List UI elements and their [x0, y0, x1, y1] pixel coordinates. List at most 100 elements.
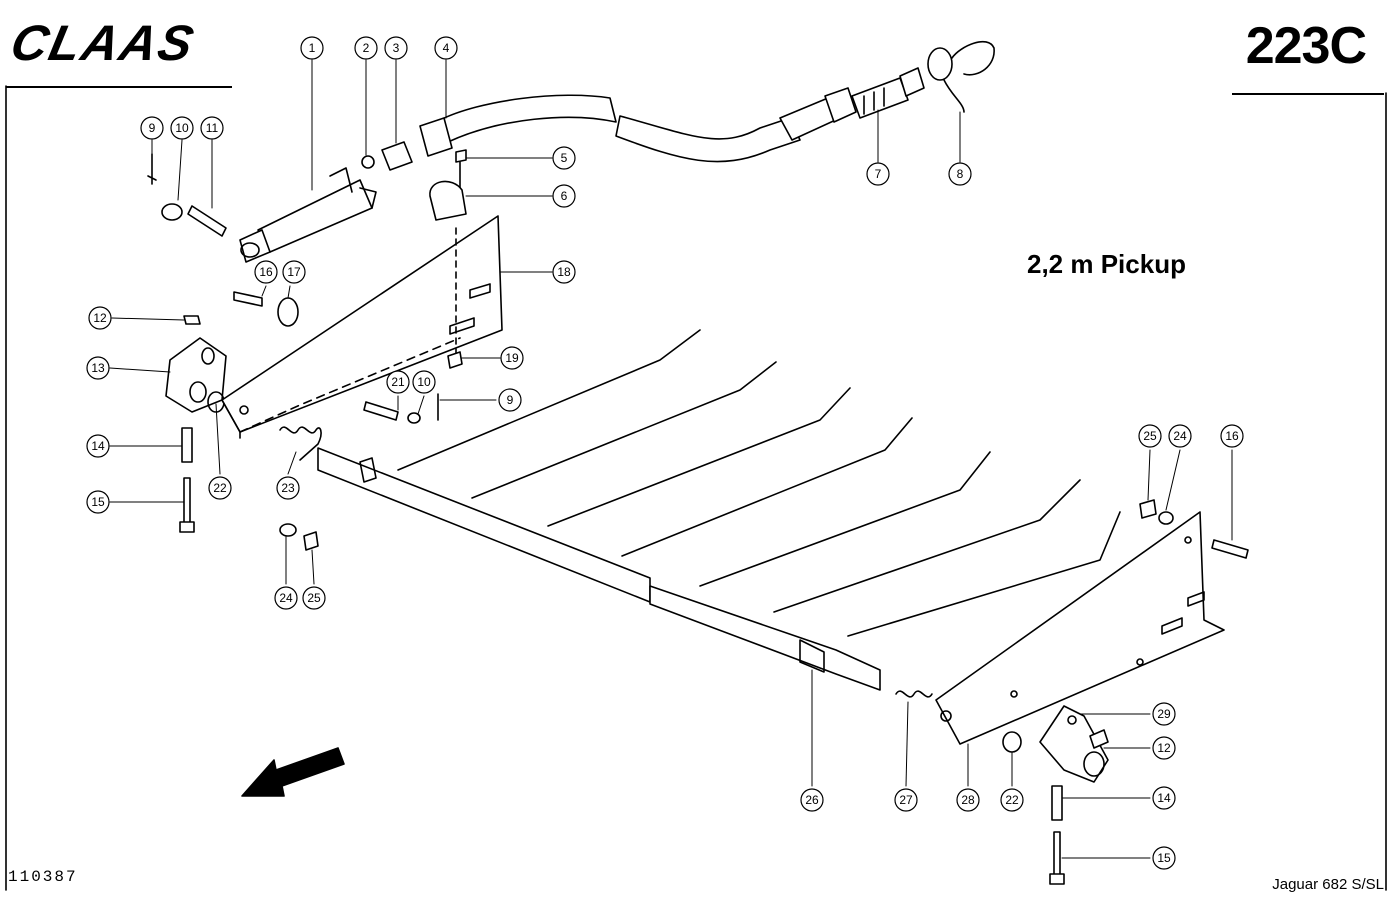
callout-circle: [302, 586, 326, 610]
callout-number: 16: [1225, 429, 1239, 443]
callout-circle: [86, 490, 110, 514]
callout-9: 9: [140, 116, 164, 140]
machine-model: Jaguar 682 S/SL: [1272, 876, 1384, 893]
callout-25: 25: [302, 586, 326, 610]
callout-circle: [894, 788, 918, 812]
pickup-tines: [397, 329, 1121, 637]
diagram-title: 2,2 m Pickup: [1027, 249, 1186, 279]
left-side-frame: [221, 215, 503, 439]
document-number: 110387: [8, 868, 78, 886]
page-border: [5, 85, 1387, 891]
callout-number: 22: [1005, 793, 1019, 807]
callout-number: 29: [1157, 707, 1171, 721]
callout-1: 1: [300, 36, 324, 60]
callout-12: 12: [1152, 736, 1176, 760]
dust-cap: [927, 41, 995, 113]
callout-number: 12: [93, 311, 107, 325]
bushing: [277, 297, 299, 327]
sleeve: [181, 427, 193, 463]
hose-clamp: [429, 180, 467, 221]
callout-26: 26: [800, 788, 824, 812]
callout-6: 6: [552, 184, 576, 208]
callout-number: 24: [279, 591, 293, 605]
callout-22: 22: [208, 476, 232, 500]
callout-circle: [956, 788, 980, 812]
nut: [447, 351, 463, 369]
callout-circle: [140, 116, 164, 140]
header-rule-right: [1232, 93, 1384, 95]
callout-circle: [86, 434, 110, 458]
callout-circle: [1152, 702, 1176, 726]
callout-number: 10: [417, 375, 431, 389]
callout-number: 8: [957, 167, 964, 181]
callout-2: 2: [354, 36, 378, 60]
callout-circle: [434, 36, 458, 60]
callout-15: 15: [1152, 846, 1176, 870]
callout-number: 24: [1173, 429, 1187, 443]
callout-22: 22: [1000, 788, 1024, 812]
sleeve: [1051, 785, 1063, 821]
callout-number: 15: [91, 495, 105, 509]
callout-circle: [300, 36, 324, 60]
callout-number: 7: [875, 167, 882, 181]
callout-number: 22: [213, 481, 227, 495]
callout-number: 6: [561, 189, 568, 203]
tine-shaft: [317, 447, 881, 691]
callout-16: 16: [254, 260, 278, 284]
header-rule-left: [6, 86, 232, 88]
callout-number: 19: [505, 351, 519, 365]
callout-number: 5: [561, 151, 568, 165]
callout-14: 14: [1152, 786, 1176, 810]
callout-9: 9: [498, 388, 522, 412]
callout-circle: [412, 370, 436, 394]
callout-circle: [552, 260, 576, 284]
callout-number: 18: [557, 265, 571, 279]
callout-4: 4: [434, 36, 458, 60]
callout-circle: [948, 162, 972, 186]
callout-7: 7: [866, 162, 890, 186]
callout-circle: [208, 476, 232, 500]
pin: [187, 205, 227, 237]
callout-24: 24: [274, 586, 298, 610]
callout-circle: [1220, 424, 1244, 448]
callout-circle: [86, 356, 110, 380]
callout-circle: [552, 184, 576, 208]
callout-number: 21: [391, 375, 405, 389]
right-side-frame: [935, 511, 1225, 745]
callout-number: 3: [393, 41, 400, 55]
callout-14: 14: [86, 434, 110, 458]
callout-number: 15: [1157, 851, 1171, 865]
callout-17: 17: [282, 260, 306, 284]
left-bearing-bracket: [165, 337, 227, 413]
callout-number: 17: [287, 265, 301, 279]
torsion-spring: [279, 426, 322, 461]
callout-circle: [200, 116, 224, 140]
callout-29: 29: [1152, 702, 1176, 726]
nut: [183, 315, 201, 325]
callout-number: 23: [281, 481, 295, 495]
callout-11: 11: [200, 116, 224, 140]
pin: [363, 401, 399, 421]
callout-circle: [354, 36, 378, 60]
callout-18: 18: [552, 260, 576, 284]
callout-circle: [1000, 788, 1024, 812]
callout-10: 10: [412, 370, 436, 394]
callout-number: 11: [206, 121, 219, 135]
callout-circle: [800, 788, 824, 812]
callout-19: 19: [500, 346, 524, 370]
sheet-number: 223C: [1245, 17, 1367, 75]
callout-circle: [282, 260, 306, 284]
callout-number: 13: [91, 361, 105, 375]
callout-circle: [274, 586, 298, 610]
callout-circle: [1152, 846, 1176, 870]
washer: [407, 412, 421, 424]
callout-5: 5: [552, 146, 576, 170]
callout-circle: [1152, 736, 1176, 760]
clamp-bolt: [455, 149, 467, 189]
callout-number: 25: [1143, 429, 1157, 443]
hydraulic-hose: [419, 87, 857, 163]
callout-circle: [170, 116, 194, 140]
callout-number: 2: [363, 41, 370, 55]
